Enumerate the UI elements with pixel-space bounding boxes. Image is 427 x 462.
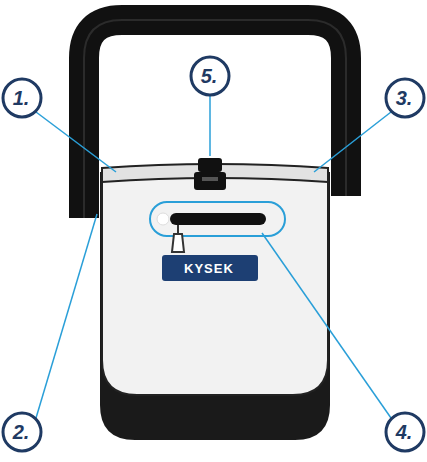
callout-number: 3. [396,88,413,108]
callout-number: 5. [201,66,218,86]
callout-circle [386,79,424,117]
callout-circle [386,413,424,451]
zipper-pull [172,234,184,252]
buckle-top [198,158,222,172]
zipper-pull-link [177,225,179,234]
leader-line [262,233,391,418]
leader-line [36,214,97,418]
bag-base [100,172,330,440]
callout-circle [3,79,41,117]
callout-number: 1. [13,88,30,108]
leader-line [36,112,116,172]
logo-text: KYSEK [184,262,234,275]
callout-number: 4. [396,422,413,442]
buckle-slot [202,177,218,181]
callout-number: 2. [13,422,30,442]
pocket-outline [150,202,285,236]
logo-badge: KYSEK [162,255,258,281]
leader-line [314,112,391,172]
leader-line [209,96,211,156]
zipper-slot [170,213,266,225]
zipper-end [157,213,169,225]
buckle-bottom [194,172,226,190]
callout-circle [3,413,41,451]
front-panel [102,171,328,395]
callout-circle [191,57,229,95]
